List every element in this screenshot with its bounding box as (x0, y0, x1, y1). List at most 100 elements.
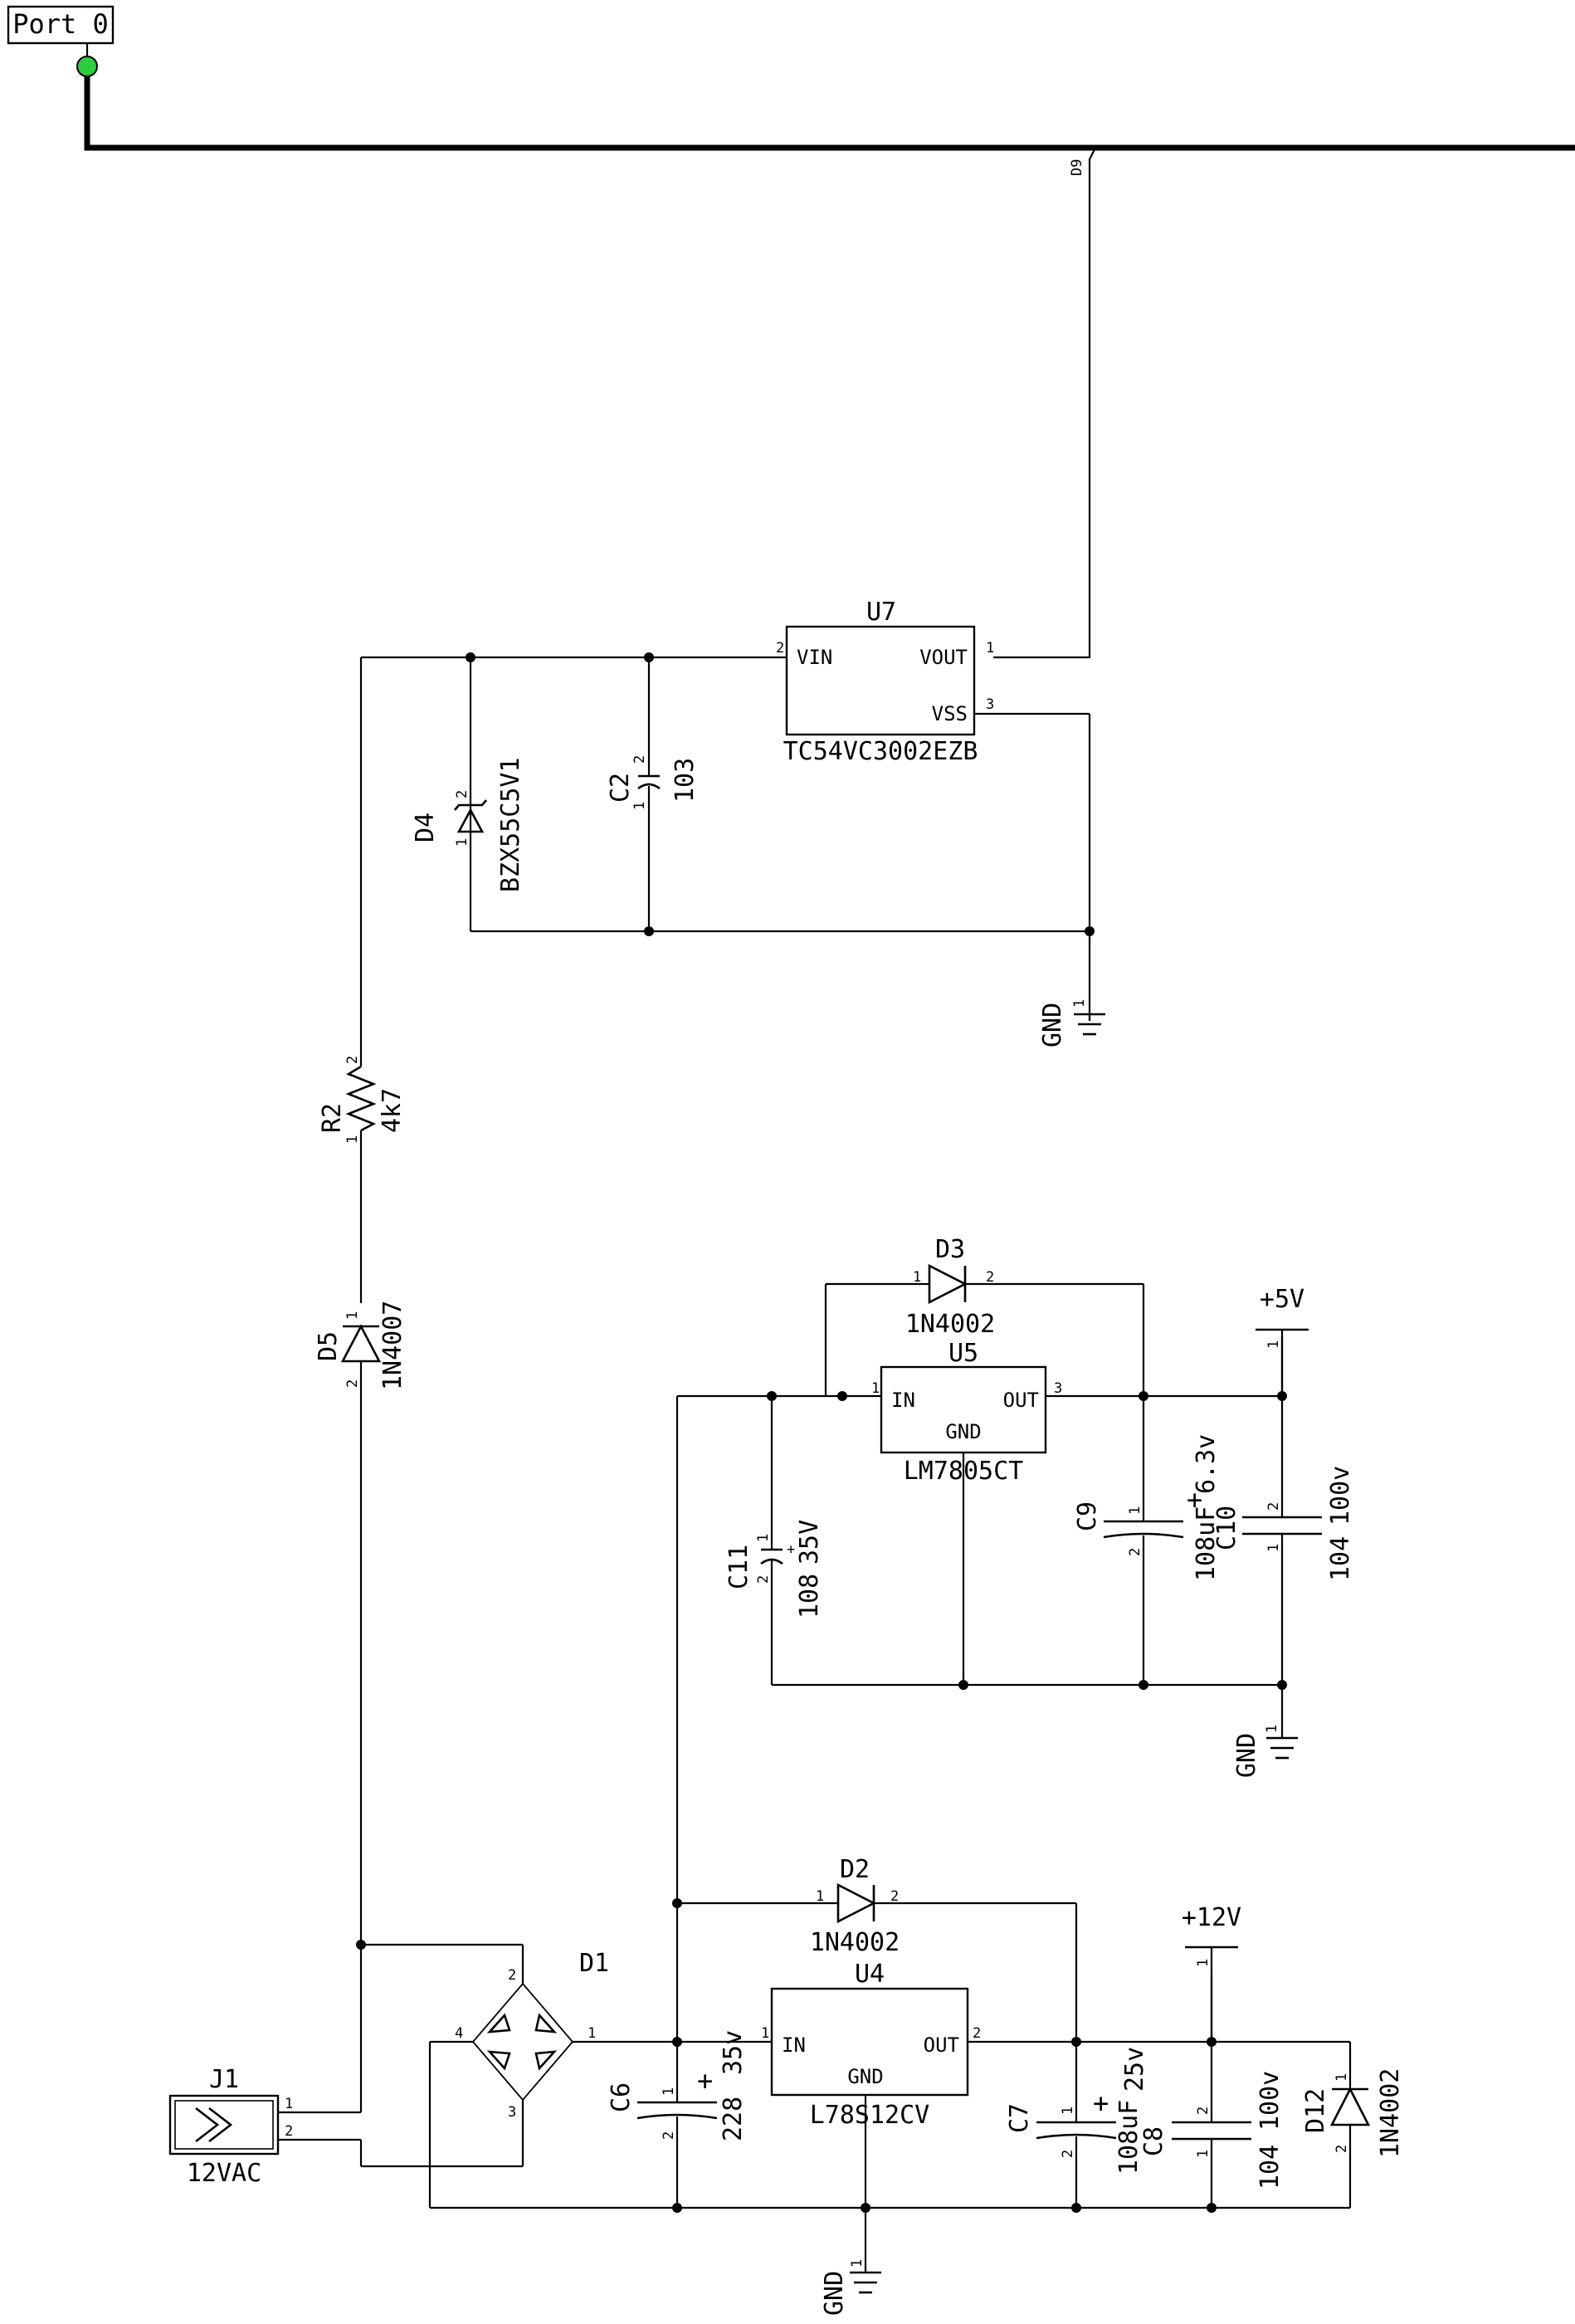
c10-ref: C10 (1212, 1506, 1241, 1550)
d1-pin4-num: 4 (455, 2025, 463, 2042)
j1-value: 12VAC (187, 2159, 261, 2188)
plus5v-label: +5V (1260, 1285, 1304, 1314)
u7-ref: U7 (866, 598, 896, 627)
d2-pin1-num: 1 (816, 1888, 824, 1905)
r2-resistor: R2 4k7 2 1 (318, 657, 407, 1303)
c6-plus: + (697, 2065, 713, 2097)
d5-pin2-num: 2 (344, 1379, 361, 1388)
plus12v-power-symbol: +12V 1 (1182, 1903, 1241, 2042)
c10-pin2-num: 2 (1265, 1502, 1282, 1511)
j1-pin1-num: 1 (285, 2096, 293, 2112)
c10-value: 104 (1326, 1536, 1355, 1581)
u5-ref: U5 (948, 1339, 978, 1368)
gnd-symbol-u5: GND 1 (1232, 1685, 1298, 1778)
c9-ref: C9 (1073, 1501, 1102, 1531)
d1-pin3-num: 3 (508, 2104, 516, 2121)
gnd-symbol-u4: GND 1 (820, 2208, 881, 2316)
gnd-label-u5: GND (1232, 1733, 1261, 1778)
c7-pin1-num: 1 (1060, 2107, 1076, 2115)
u4-regulator: U4 IN OUT GND L78S12CV 1 2 (761, 1960, 981, 2130)
u7-pin2-num: 2 (776, 640, 784, 657)
c8-capacitor: C8 104 100v 2 1 (1139, 1975, 1285, 2208)
u7-part: TC54VC3002EZB (783, 737, 978, 766)
plus5v-pin: 1 (1265, 1340, 1282, 1349)
d4-pin2-num: 2 (454, 790, 471, 798)
gnd-pin-u7: 1 (1071, 999, 1088, 1008)
d5-part: 1N4007 (378, 1301, 407, 1390)
c6-value: 228 (719, 2097, 748, 2141)
d2-pin2-num: 2 (890, 1888, 899, 1905)
d5-ref: D5 (314, 1331, 343, 1361)
u4-pin-out-name: OUT (924, 2034, 959, 2057)
c9-plus: + (1187, 1484, 1202, 1516)
u7-pin3-num: 3 (986, 696, 994, 713)
c7-pin2-num: 2 (1060, 2150, 1076, 2158)
bus-tap-d9: D9 (993, 147, 1096, 659)
port-status-led (76, 56, 98, 77)
c7-ref: C7 (1005, 2103, 1034, 2133)
u5-pin1-num: 1 (871, 1380, 880, 1397)
u5-regulator: U5 IN OUT GND LM7805CT 1 3 (871, 1339, 1062, 1486)
port-label: Port 0 (12, 8, 109, 40)
c2-pin2-num: 2 (631, 755, 648, 764)
d5-diode: D5 1N4007 1 2 (314, 1301, 407, 1945)
j1-ref: J1 (209, 2065, 239, 2094)
c2-value: 103 (670, 758, 700, 803)
d3-pin1-num: 1 (913, 1269, 921, 1286)
r2-ref: R2 (318, 1103, 347, 1133)
c2-capacitor: C2 103 2 1 (606, 657, 700, 931)
c7-plus: + (1093, 2087, 1109, 2119)
u7-pin-vss-name: VSS (932, 702, 968, 725)
d12-ref: D12 (1301, 2088, 1330, 2133)
c9-pin1-num: 1 (1127, 1506, 1143, 1515)
d3-pin2-num: 2 (986, 1269, 994, 1286)
c8-voltage: 100v (1256, 2071, 1285, 2131)
c11-value: 108 (795, 1574, 824, 1618)
gnd-symbol-u7: GND 1 (1038, 999, 1105, 1047)
u4-pin1-num: 1 (761, 2025, 769, 2042)
u5-pin3-num: 3 (1054, 1380, 1062, 1397)
c11-pin1-num: 1 (755, 1534, 772, 1542)
d2-diode: D2 1N4002 1 2 (677, 1855, 1078, 2042)
d12-pin1-num: 1 (1334, 2073, 1350, 2082)
c6-voltage: 35v (719, 2030, 748, 2075)
d4-ref: D4 (411, 813, 440, 842)
j1-pin2-num: 2 (285, 2123, 293, 2140)
port-0[interactable]: Port 0 (7, 5, 115, 45)
u7-pin1-num: 1 (986, 640, 994, 657)
c8-pin1-num: 1 (1195, 2150, 1212, 2158)
c8-pin2-num: 2 (1195, 2107, 1212, 2115)
d3-diode: D3 1N4002 1 2 (824, 1235, 1145, 1396)
d5-pin1-num: 1 (344, 1311, 361, 1320)
c11-ref: C11 (724, 1545, 753, 1589)
c6-pin2-num: 2 (661, 2131, 677, 2140)
d2-ref: D2 (840, 1855, 870, 1884)
c2-pin1-num: 1 (631, 802, 648, 810)
c6-capacitor: + C6 228 35v 1 2 (607, 2030, 748, 2208)
c10-voltage: 100v (1326, 1466, 1355, 1526)
c7-capacitor: + C7 108uF 25v 1 2 (1005, 2042, 1149, 2208)
c11-capacitor: + C11 108 35V 1 2 (724, 1396, 824, 1685)
c9-capacitor: + C9 108uF 6.3v 1 2 (1073, 1396, 1221, 1685)
c11-pin2-num: 2 (755, 1575, 772, 1584)
d1-ref: D1 (579, 1949, 609, 1978)
d1-bridge-rectifier: D1 2 1 3 4 (455, 1949, 609, 2121)
c6-ref: C6 (607, 2082, 636, 2112)
d3-part: 1N4002 (905, 1310, 995, 1339)
u5-pin-out-name: OUT (1003, 1389, 1039, 1412)
d12-pin2-num: 2 (1334, 2145, 1350, 2153)
d1-pin2-num: 2 (508, 1967, 516, 1984)
r2-value: 4k7 (378, 1088, 407, 1133)
d1-pin1-num: 1 (588, 2025, 596, 2042)
c9-voltage: 6.3v (1192, 1434, 1221, 1494)
data-bus (84, 76, 1575, 151)
plus12v-pin: 1 (1195, 1959, 1212, 1967)
c2-ref: C2 (606, 773, 635, 803)
c10-capacitor: C10 104 100v 2 1 (1212, 1336, 1355, 1685)
c6-pin1-num: 1 (661, 2087, 677, 2096)
c7-value: 108uF (1114, 2100, 1143, 2175)
r2-pin2-num: 2 (344, 1056, 361, 1064)
u4-pin2-num: 2 (973, 2025, 981, 2042)
d4-part: BZX55C5V1 (496, 757, 525, 892)
